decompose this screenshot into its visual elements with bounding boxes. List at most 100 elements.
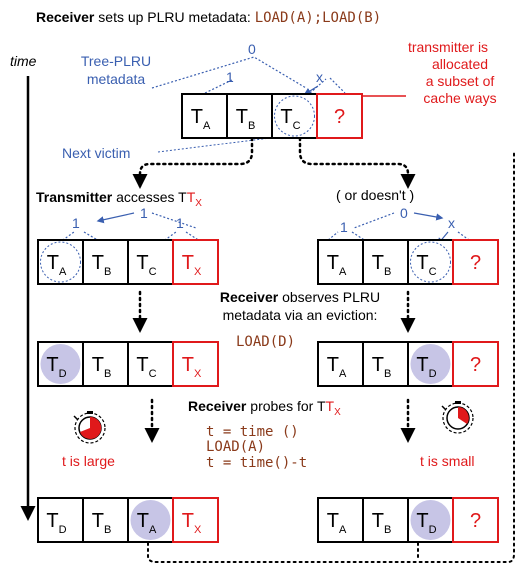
- transmitter-label-2: allocated: [432, 56, 488, 72]
- cache-way-4: ?: [452, 497, 499, 543]
- victim-circle: [274, 95, 315, 137]
- cache-way-label: TA: [191, 106, 211, 132]
- cache-way-label: ?: [470, 354, 481, 376]
- cache-way-label: TD: [46, 510, 66, 536]
- cache-way-label: TC: [136, 354, 156, 380]
- observe-line2: metadata via an eviction:: [223, 307, 378, 323]
- observe-bold: Receiver: [220, 289, 279, 305]
- next-victim-label: Next victim: [62, 145, 130, 161]
- cache-row-initial: TA TB TC?: [181, 93, 363, 139]
- victim-circle: [40, 241, 81, 283]
- probe-code-3: t = time()-t: [206, 455, 307, 471]
- left-tree-root-bit: 1: [140, 205, 148, 221]
- probe-label: Receiver probes for TTX: [188, 398, 341, 418]
- cache-way-2: TB: [362, 341, 409, 387]
- transmitter-label-4: cache ways: [423, 90, 496, 106]
- time-label: time: [10, 53, 37, 69]
- or-doesnt-label: ( or doesn't ): [336, 187, 414, 203]
- right-tree-right-bit: x: [448, 215, 455, 231]
- cache-way-label: TB: [372, 252, 392, 278]
- cache-way-4: ?: [452, 341, 499, 387]
- cache-row-right-final: TA TB TD?: [317, 497, 499, 543]
- cache-way-label: TB: [92, 354, 112, 380]
- highlight-circle: [410, 500, 451, 540]
- tx-access-text: accesses T: [112, 189, 187, 205]
- transmitter-label-3: a subset of: [426, 73, 495, 89]
- cache-way-label: TC: [136, 252, 156, 278]
- cache-way-label: TB: [372, 510, 392, 536]
- load-d-code: LOAD(D): [236, 334, 295, 350]
- cache-row-left-access: TA TB TC TX: [37, 239, 219, 285]
- cache-way-1: TD: [37, 341, 84, 387]
- cache-way-label: ?: [470, 510, 481, 532]
- right-tree-root-bit: 0: [400, 205, 408, 221]
- branch-arrow-left: [132, 136, 254, 189]
- header-plain: sets up PLRU metadata:: [94, 9, 254, 25]
- cache-way-2: TB: [82, 341, 129, 387]
- cache-way-label: TB: [92, 252, 112, 278]
- highlight-circle: [130, 500, 171, 540]
- cache-way-label: TX: [182, 354, 202, 380]
- probe-code-2: LOAD(A): [206, 439, 265, 455]
- cache-way-label: TA: [327, 354, 347, 380]
- cache-way-4: TX: [172, 239, 219, 285]
- cache-way-label: TC: [416, 252, 436, 278]
- cache-way-label: TD: [416, 354, 436, 380]
- top-tree-left-bit: 1: [226, 69, 234, 85]
- probe-code-1: t = time (): [206, 424, 299, 440]
- cache-row-left-final: TD TB TA TX: [37, 497, 219, 543]
- cache-way-2: TB: [82, 497, 129, 543]
- cache-way-3: TC: [127, 239, 174, 285]
- cache-way-3: TC: [127, 341, 174, 387]
- cache-way-2: TB: [362, 239, 409, 285]
- cache-way-label: TD: [416, 510, 436, 536]
- cache-way-label: TB: [236, 106, 256, 132]
- left-tree-left-bit: 1: [72, 215, 80, 231]
- cache-way-label: TB: [92, 510, 112, 536]
- cache-way-label: TX: [182, 252, 202, 278]
- cache-way-4: TX: [172, 341, 219, 387]
- header-bold: Receiver: [36, 9, 95, 25]
- tx-access-bold: Transmitter: [36, 189, 113, 205]
- cache-way-label: TA: [137, 510, 157, 536]
- tree-plru-label-1: Tree-PLRU: [81, 53, 151, 69]
- cache-way-label: TX: [182, 510, 202, 536]
- left-tree-right-bit: 1: [176, 215, 184, 231]
- transmitter-label-1: transmitter is: [408, 39, 488, 55]
- cache-way-3: TD: [407, 497, 454, 543]
- probe-bold: Receiver: [188, 398, 247, 414]
- cache-way-4: ?: [316, 93, 363, 139]
- cache-way-2: TB: [226, 93, 273, 139]
- highlight-circle: [410, 344, 451, 384]
- cache-row-right-evict: TA TB TD?: [317, 341, 499, 387]
- header-code: LOAD(A);LOAD(B): [255, 10, 381, 26]
- header-text: Receiver sets up PLRU metadata: LOAD(A);…: [36, 9, 381, 26]
- cache-way-2: TB: [82, 239, 129, 285]
- cache-way-1: TA: [317, 239, 364, 285]
- cache-way-label: TA: [327, 252, 347, 278]
- tree-plru-label-2: metadata: [87, 71, 146, 87]
- t-large-label: t is large: [62, 453, 115, 469]
- branch-arrow-right: [298, 136, 416, 189]
- probe-sub: X: [334, 407, 341, 418]
- highlight-circle: [40, 344, 81, 384]
- cache-way-label: ?: [334, 106, 345, 128]
- cache-way-label: TC: [280, 106, 300, 132]
- cache-way-4: TX: [172, 497, 219, 543]
- tx-access-sub-t: T: [187, 189, 196, 205]
- cache-way-3: TD: [407, 341, 454, 387]
- cache-way-label: TA: [47, 252, 67, 278]
- victim-circle: [410, 241, 451, 283]
- probe-sub-t: T: [326, 398, 335, 414]
- cache-way-1: TA: [317, 497, 364, 543]
- right-tree-left-bit: 1: [340, 219, 348, 235]
- top-tree-right-bit: x: [316, 69, 323, 85]
- cache-way-1: TD: [37, 497, 84, 543]
- cache-way-3: TC: [271, 93, 318, 139]
- top-tree-root-bit: 0: [248, 41, 256, 57]
- observe-label: Receiver observes PLRU: [220, 289, 380, 305]
- timer-large-icon: [73, 411, 106, 444]
